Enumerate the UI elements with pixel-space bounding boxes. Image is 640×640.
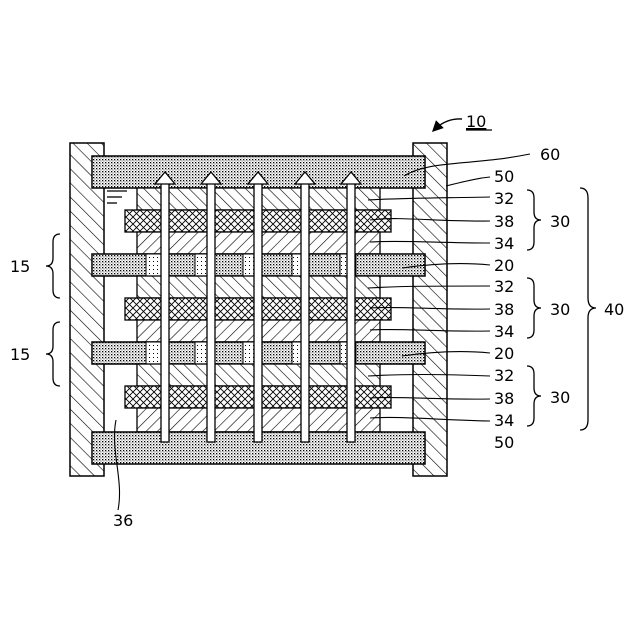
label-15-a: 15: [10, 257, 30, 276]
label-34-a: 34: [494, 234, 514, 253]
label-50-top: 50: [494, 167, 514, 186]
label-40: 40: [604, 300, 624, 319]
label-30-c: 30: [550, 388, 570, 407]
label-30-a: 30: [550, 212, 570, 231]
unit-braces: [46, 234, 60, 386]
main-ref-label: 10: [466, 112, 486, 131]
label-50-bottom: 50: [494, 433, 514, 452]
right-side-wall: [413, 143, 447, 476]
label-60: 60: [540, 145, 560, 164]
label-20-b: 20: [494, 344, 514, 363]
label-34-b: 34: [494, 322, 514, 341]
label-38-a: 38: [494, 212, 514, 231]
label-36: 36: [113, 511, 133, 530]
label-15-b: 15: [10, 345, 30, 364]
label-38-c: 38: [494, 389, 514, 408]
left-side-wall: [70, 143, 104, 476]
label-34-c: 34: [494, 411, 514, 430]
label-32-c: 32: [494, 366, 514, 385]
label-30-b: 30: [550, 300, 570, 319]
label-32-a: 32: [494, 189, 514, 208]
cell-braces: [527, 190, 541, 426]
interior-space-mark: [107, 191, 127, 203]
group-brace: [580, 188, 596, 430]
label-32-b: 32: [494, 277, 514, 296]
label-20-a: 20: [494, 256, 514, 275]
label-38-b: 38: [494, 300, 514, 319]
main-ref-arrow-icon: [434, 119, 462, 130]
